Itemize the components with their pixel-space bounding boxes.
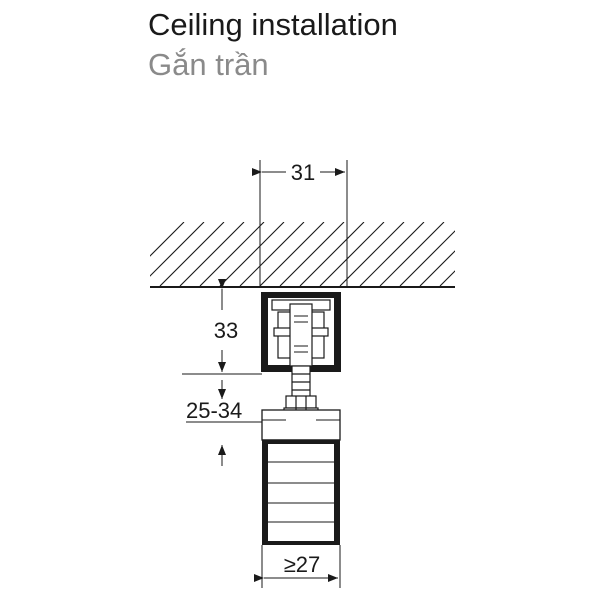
dimension-adjust-range	[186, 380, 262, 466]
dimension-track-height-label: 33	[214, 318, 238, 343]
ceiling-hatch	[150, 222, 455, 286]
diagram-subtitle: Gắn trần	[148, 47, 269, 82]
track-profile	[261, 292, 341, 372]
dimension-track-height	[182, 279, 262, 375]
door-panel	[261, 409, 341, 545]
diagram-title: Ceiling installation	[148, 7, 398, 42]
dimension-door-thickness-label: ≥27	[284, 552, 321, 577]
dimension-top-width	[252, 160, 348, 287]
dimension-adjust-range-label: 25-34	[186, 398, 242, 423]
dimension-door-thickness	[254, 545, 341, 588]
dimension-top-width-label: 31	[291, 160, 315, 185]
